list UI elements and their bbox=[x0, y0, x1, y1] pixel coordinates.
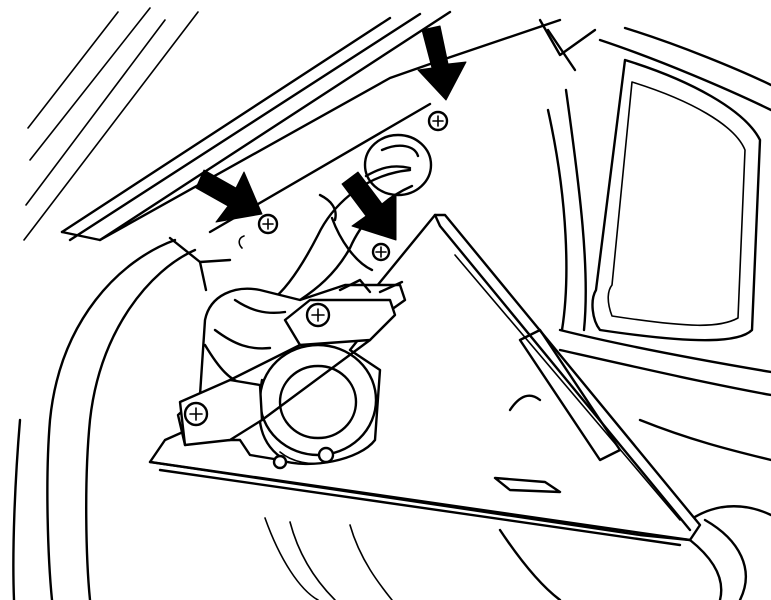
middle-screw-arrow bbox=[341, 171, 397, 241]
small-clip-mark bbox=[238, 235, 245, 249]
top-screw-arrow bbox=[417, 25, 467, 101]
window-frame-trim bbox=[60, 10, 597, 242]
door-body-lines bbox=[558, 328, 771, 600]
left-screw-arrow bbox=[195, 169, 263, 223]
screw-top bbox=[427, 110, 449, 132]
screw-left bbox=[257, 213, 279, 235]
interior-panel-lines bbox=[12, 236, 562, 600]
harness-grommet bbox=[363, 133, 433, 197]
mirror-housing bbox=[546, 26, 771, 342]
mirror-motor-assembly bbox=[176, 278, 407, 470]
glass-reflection-lines bbox=[23, 7, 199, 241]
screw-middle bbox=[371, 242, 391, 262]
